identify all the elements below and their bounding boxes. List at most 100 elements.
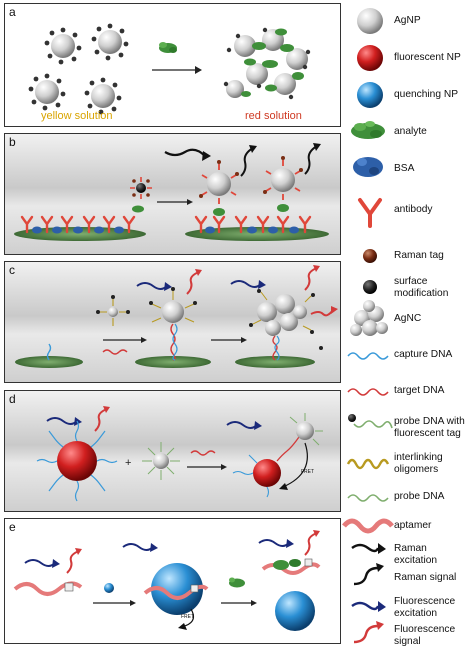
raman-signal-arrows xyxy=(240,143,321,177)
blue-helix-icon xyxy=(347,352,389,360)
agnp-sphere xyxy=(51,34,75,58)
fluorescent-tag xyxy=(64,582,74,592)
tagged-helix-icon xyxy=(348,414,393,429)
hybridized-dna xyxy=(170,323,178,361)
aptamer-analyte-complex xyxy=(261,558,321,575)
raman-excitation-arrow xyxy=(164,148,211,161)
agnp-sphere xyxy=(98,30,122,54)
agnp-sphere xyxy=(296,422,314,440)
process-arrow xyxy=(103,337,147,343)
legend-label-capture-dna: capture DNA xyxy=(394,349,453,360)
process-arrow xyxy=(157,199,193,205)
agnp-sphere xyxy=(153,453,169,469)
gold-helix-icon xyxy=(346,458,390,470)
interlinking-oligomers xyxy=(252,291,312,331)
black-sphere-icon xyxy=(363,280,377,294)
target-dna xyxy=(190,450,216,456)
silver-sphere-icon xyxy=(357,8,383,34)
legend-label-agnc: AgNC xyxy=(394,313,422,324)
hybridized-dna xyxy=(272,335,280,361)
fluorescence-signal-arrow xyxy=(94,406,110,432)
legend-label-interlinking-oligomers: interlinking oligomers xyxy=(394,452,443,475)
fluorescence-excitation-arrow xyxy=(258,539,294,548)
probe-dna-strands xyxy=(289,413,323,446)
agnp-sphere xyxy=(35,80,59,104)
antibody-icon xyxy=(358,198,382,228)
fluorescence-signal-arrow xyxy=(66,548,82,574)
hybridized-dna xyxy=(276,436,300,462)
agnp-sphere xyxy=(91,84,115,108)
raman-tags xyxy=(199,156,303,198)
analyte-blob xyxy=(229,577,245,588)
substrate-plate-2 xyxy=(135,356,211,368)
process-arrow xyxy=(221,600,257,606)
fluorescence-excitation-arrow xyxy=(46,417,82,426)
navy-arrow-icon xyxy=(351,601,386,612)
substrate-plate-1 xyxy=(15,356,83,368)
agnp-aggregate-group xyxy=(223,27,311,100)
tagged-agnp-probe xyxy=(96,295,130,326)
fret-arc xyxy=(178,608,194,630)
surface-modification-dots xyxy=(28,23,129,115)
red-solution-caption: red solution xyxy=(245,110,302,122)
process-arrow xyxy=(93,600,136,606)
panel-b-illustration xyxy=(14,143,329,241)
process-arrow xyxy=(152,66,202,74)
captured-analytes xyxy=(213,204,289,216)
fluorescent-np xyxy=(57,441,97,481)
fret-label: FRET xyxy=(301,469,314,475)
fluorescence-excitation-arrow xyxy=(122,543,158,552)
panel-a: a y xyxy=(4,3,341,127)
fluorescence-excitation-arrow xyxy=(226,421,262,430)
fluorescent-tag xyxy=(190,584,199,593)
panel-d: d + FRET xyxy=(4,390,341,512)
panel-label-c: c xyxy=(9,263,15,277)
blue-sphere-icon xyxy=(357,82,383,108)
legend-label-bsa: BSA xyxy=(394,163,415,174)
fluorescence-signal-arrows xyxy=(304,265,338,317)
legend-label-surface-modification: surface modification xyxy=(394,276,449,299)
legend-label-fluorescence-excitation: Fluorescence excitation xyxy=(394,596,456,619)
panel-b: b xyxy=(4,133,341,255)
fluorescence-excitation-arrow xyxy=(24,559,60,568)
substrate-plate-3 xyxy=(235,356,315,368)
panel-c-illustration xyxy=(15,265,338,368)
panel-label-a: a xyxy=(9,5,16,19)
agnp-sphere xyxy=(271,168,295,192)
surface-modification-dots xyxy=(249,289,323,350)
legend-label-antibody: antibody xyxy=(394,204,433,215)
bsa-layer-left xyxy=(32,226,124,234)
green-blob-icon xyxy=(351,121,385,139)
red-sphere-icon xyxy=(357,45,383,71)
legend-label-agnp: AgNP xyxy=(394,15,421,26)
legend-label-aptamer: aptamer xyxy=(394,520,432,531)
plus-sign: + xyxy=(125,457,131,469)
agnp-sphere xyxy=(207,172,231,196)
fret-arc xyxy=(279,442,308,490)
quenching-np-small xyxy=(104,583,114,593)
panel-e-illustration: FRET xyxy=(13,530,321,631)
panel-label-e: e xyxy=(9,520,16,534)
yellow-solution-caption: yellow solution xyxy=(41,110,113,122)
antibody-layer-left xyxy=(20,215,136,234)
red-helix-icon xyxy=(347,388,389,396)
legend-label-target-dna: target DNA xyxy=(394,385,445,396)
process-arrow xyxy=(187,464,227,470)
panel-e: e FRET xyxy=(4,518,341,644)
panel-label-d: d xyxy=(9,392,16,406)
quenching-np-large xyxy=(151,563,203,615)
capture-dna xyxy=(46,343,52,361)
legend-label-fluorescent-np: fluorescent NP xyxy=(394,52,461,63)
legend-label-quenching-np: quenching NP xyxy=(394,89,459,100)
legend-label-raman-excitation: Raman excitation xyxy=(394,543,438,566)
blue-blob-icon xyxy=(353,157,383,177)
antibody-corona xyxy=(201,160,301,204)
panel-d-illustration: + FRET xyxy=(36,406,323,502)
sphere-cluster-icon xyxy=(350,300,388,336)
analyte-blob xyxy=(132,205,144,213)
process-arrow xyxy=(211,337,247,343)
surface-modification-dots xyxy=(149,287,197,305)
agnc-cluster xyxy=(257,294,307,336)
fluorescence-signal-arrow xyxy=(186,269,202,295)
ribbon-icon xyxy=(342,518,394,534)
